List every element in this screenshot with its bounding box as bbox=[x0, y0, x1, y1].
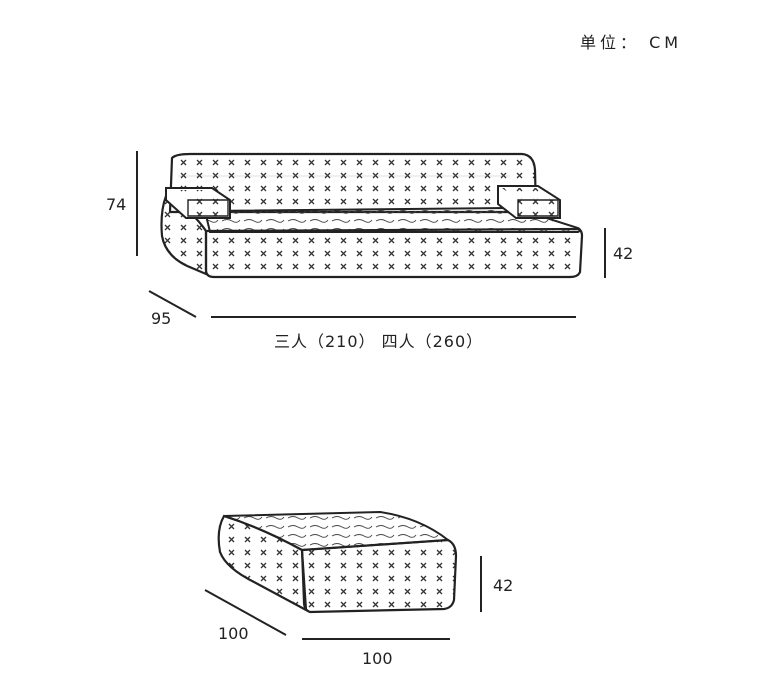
sofa-width-label: 三人（210） 四人（260） bbox=[274, 332, 484, 351]
ottoman-height-label: 42 bbox=[493, 576, 514, 595]
sofa-seat-height-label: 42 bbox=[613, 244, 634, 263]
ottoman-depth-label: 100 bbox=[218, 624, 249, 643]
sofa-depth-label: 95 bbox=[151, 309, 172, 328]
unit-label: 单位： CM bbox=[580, 33, 683, 52]
ottoman-front bbox=[300, 538, 458, 614]
sofa-dimension-lines bbox=[136, 151, 606, 318]
ottoman-width-label: 100 bbox=[362, 649, 393, 668]
ottoman-dimension-lines bbox=[204, 556, 482, 640]
ottoman-illustration bbox=[217, 510, 458, 614]
sofa-backrest bbox=[168, 152, 538, 214]
ottoman-side bbox=[217, 514, 308, 612]
sofa-seat-front bbox=[204, 227, 584, 279]
sofa-left-side bbox=[160, 194, 208, 276]
ottoman-depth-line bbox=[204, 589, 287, 636]
sofa-depth-line bbox=[148, 290, 197, 318]
sofa-height-label: 74 bbox=[106, 195, 127, 214]
sofa-illustration bbox=[160, 152, 584, 279]
